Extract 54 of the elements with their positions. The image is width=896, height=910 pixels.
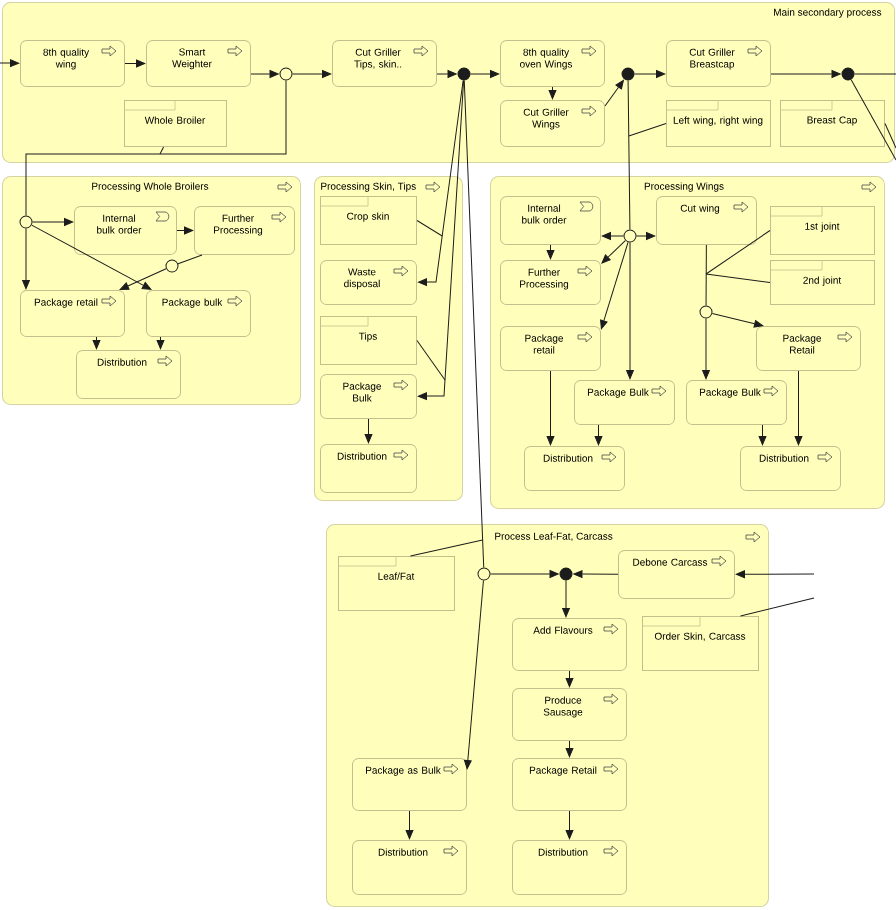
arrow (470, 70, 500, 78)
arrow (250, 70, 279, 78)
arrow (436, 70, 457, 78)
arrow (601, 240, 626, 264)
arrow (405, 810, 414, 840)
arrow (31, 224, 152, 290)
connector-line (854, 73, 896, 75)
arrow (417, 79, 464, 286)
arrow (156, 336, 165, 350)
arrow (626, 242, 634, 380)
arrow (770, 70, 841, 78)
arrow (636, 232, 656, 240)
connector-line (705, 230, 771, 275)
arrow (364, 418, 373, 444)
arrow (32, 218, 74, 226)
connector-line (416, 340, 446, 381)
arrow (562, 580, 570, 618)
arrow (601, 232, 624, 240)
connector-line (850, 79, 896, 161)
arrow (22, 228, 30, 290)
connector-line (740, 597, 815, 617)
connector-line (884, 123, 896, 149)
connector-line (416, 220, 443, 237)
arrow (124, 59, 146, 68)
arrow (758, 424, 767, 446)
arrow (0, 59, 20, 67)
arrow (119, 268, 167, 290)
connector-line (628, 123, 667, 137)
arrow (634, 70, 666, 78)
connector-line (463, 80, 485, 568)
arrow (548, 86, 557, 100)
arrow (92, 336, 101, 350)
arrow (735, 570, 815, 579)
arrow (292, 70, 332, 78)
arrow (463, 580, 484, 770)
arrow (604, 79, 624, 107)
connector-line (177, 254, 203, 265)
arrow (417, 80, 465, 400)
connector-line (705, 244, 707, 306)
connector-line (627, 80, 631, 230)
arrow (546, 244, 555, 260)
arrow (490, 570, 559, 578)
connector-line (410, 539, 484, 557)
arrow (600, 241, 629, 330)
connector-line (25, 80, 287, 216)
arrow (546, 370, 555, 446)
connector-line (705, 273, 771, 283)
arrow (565, 810, 574, 840)
arrow (702, 318, 710, 380)
arrow (794, 370, 803, 446)
arrow (711, 313, 764, 328)
arrow (594, 424, 603, 446)
connector-line (159, 146, 165, 155)
arrow (573, 570, 619, 578)
